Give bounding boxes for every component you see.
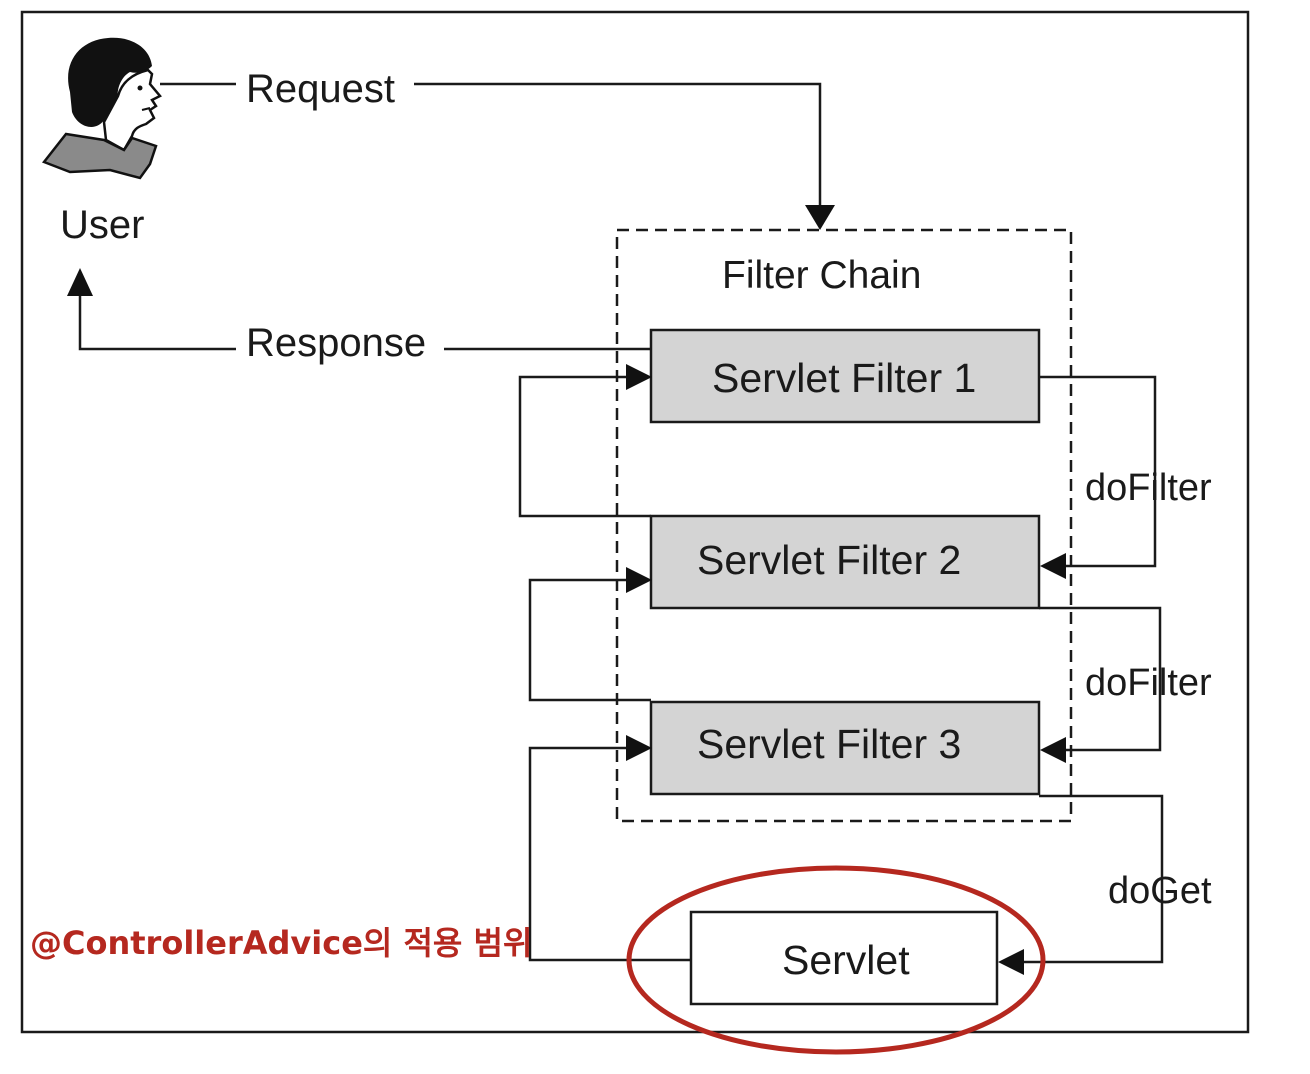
response-label: Response <box>246 321 426 365</box>
servlet-box <box>689 910 999 1006</box>
servlet-label: Servlet <box>782 937 910 983</box>
user-head-icon <box>41 37 162 180</box>
dofilter-call-2 <box>1039 606 1162 752</box>
filter-chain-title: Filter Chain <box>722 254 921 297</box>
return-arrowhead-2 <box>626 567 652 593</box>
doget-call <box>1022 794 1164 964</box>
servlet-filter-3-box <box>649 700 1041 796</box>
return-loop-2-to-1 <box>518 375 651 518</box>
return-arrowhead-1 <box>626 364 652 390</box>
return-loop-servlet-to-3 <box>528 746 691 962</box>
doget-label: doGet <box>1108 870 1212 912</box>
return-loop-3-to-2 <box>528 578 651 702</box>
servlet-filter-1-box <box>649 328 1041 424</box>
response-return-line <box>78 292 236 351</box>
request-arrowhead <box>805 205 835 230</box>
doget-arrowhead <box>998 949 1024 975</box>
servlet-filter-1-label: Servlet Filter 1 <box>712 355 976 401</box>
controller-advice-annotation: @ControllerAdvice의 적용 범위 <box>30 924 532 962</box>
outer-frame <box>20 10 1250 1034</box>
servlet-filter-2-label: Servlet Filter 2 <box>697 537 961 583</box>
dofilter-arrowhead-2 <box>1040 737 1066 763</box>
request-connector <box>414 82 822 212</box>
filter-chain-container <box>615 228 1073 823</box>
response-arrowhead <box>67 268 93 296</box>
controller-advice-scope-highlight <box>626 865 1046 1055</box>
request-label: Request <box>246 67 395 111</box>
servlet-filter-2-box <box>649 514 1041 610</box>
dofilter-label-2: doFilter <box>1085 662 1212 704</box>
dofilter-label-1: doFilter <box>1085 467 1212 509</box>
return-arrowhead-3 <box>626 735 652 761</box>
servlet-filter-3-label: Servlet Filter 3 <box>697 721 961 767</box>
dofilter-arrowhead-1 <box>1040 553 1066 579</box>
dofilter-call-1 <box>1039 375 1157 568</box>
user-label: User <box>60 203 144 247</box>
